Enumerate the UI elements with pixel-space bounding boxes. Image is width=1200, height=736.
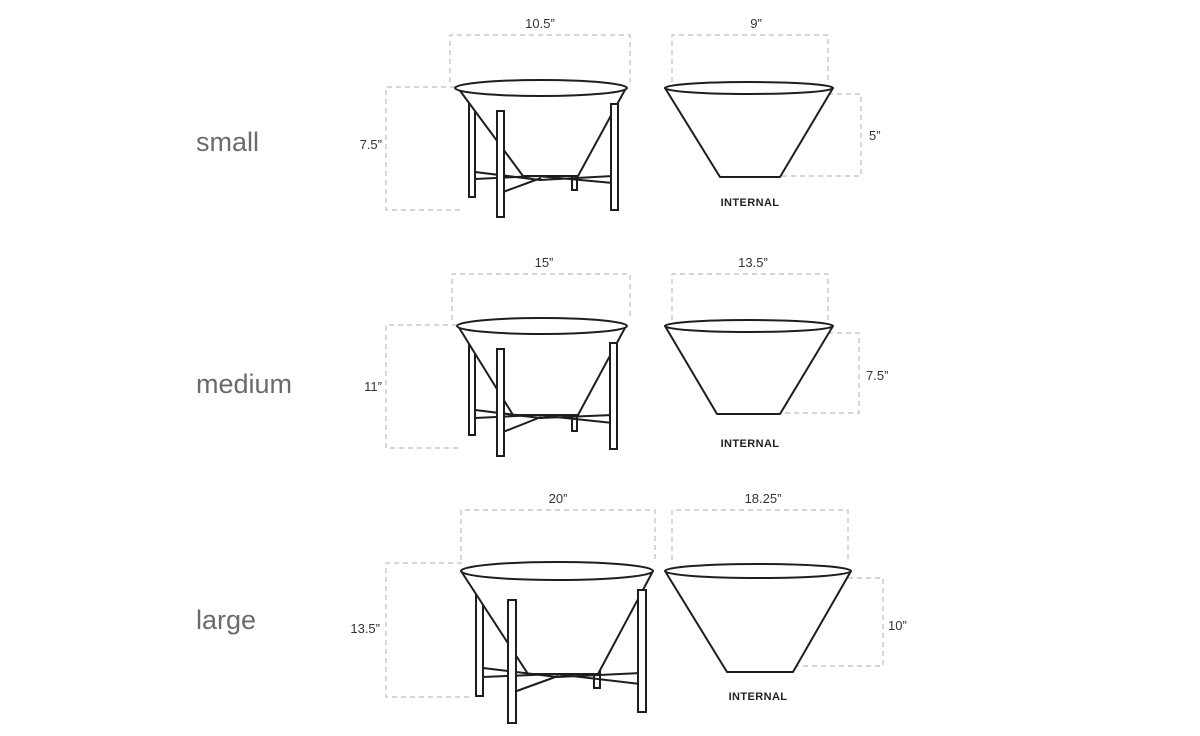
row-medium: medium 15” 11” 13.5” 7.5” [196,255,888,457]
front-leg [496,110,505,218]
size-label-medium: medium [196,369,292,399]
width-dimension-line [460,509,656,560]
bowl-rim [664,319,834,333]
stand-crossbar [513,675,559,693]
internal-width-medium: 13.5” [738,255,768,270]
width-dimension-line [451,273,631,320]
internal-bowl-medium: 13.5” 7.5” INTERNAL [664,255,888,450]
planter-height-medium: 11” [364,379,382,394]
size-label-small: small [196,127,259,157]
planter-width-large: 20” [549,491,568,506]
stand-crossbar [474,413,614,424]
width-dimension-line [671,273,829,320]
planter-with-stand-large: 20” 13.5” [350,491,656,724]
bowl-body [664,325,834,415]
bowl-body [664,570,852,673]
internal-label-small: INTERNAL [721,197,780,209]
planter-rim [456,317,628,335]
height-dimension-line [385,324,462,449]
height-dimension-line [780,93,862,177]
planter-width-medium: 15” [535,255,554,270]
planter-with-stand-medium: 15” 11” [364,255,631,457]
width-dimension-line [671,34,829,82]
row-large: large 20” 13.5” 18.25” 10” [196,491,907,724]
internal-label-medium: INTERNAL [721,438,780,450]
internal-height-large: 10” [888,618,907,633]
internal-bowl-small: 9” 5” INTERNAL [664,16,881,209]
width-dimension-line [671,509,849,560]
stand-crossbar [474,174,614,184]
front-leg [609,342,618,450]
internal-height-small: 5” [869,128,881,143]
internal-bowl-large: 18.25” 10” INTERNAL [664,491,907,703]
planter-with-stand-small: 10.5” 7.5” [360,16,631,218]
stand-crossbar [482,672,641,685]
planter-rim [454,79,628,97]
internal-height-medium: 7.5” [866,368,888,383]
bowl-rim [664,563,852,579]
row-small: small 10.5” 7.5” 9” [196,16,881,218]
planter-height-small: 7.5” [360,137,382,152]
width-dimension-line [449,34,631,82]
planter-width-small: 10.5” [525,16,555,31]
front-leg [496,348,505,457]
stand-crossbar [502,416,542,433]
planter-bowl [457,325,627,416]
front-leg [610,103,619,211]
planter-height-large: 13.5” [350,621,380,636]
front-leg [507,599,517,724]
internal-width-large: 18.25” [745,491,782,506]
planter-rim [460,561,654,581]
stand-crossbar [502,177,542,193]
internal-label-large: INTERNAL [729,691,788,703]
internal-width-small: 9” [750,16,762,31]
bowl-body [664,87,834,178]
rear-leg [468,103,476,198]
planter-bowl [457,87,627,177]
height-dimension-line [385,86,462,211]
rear-leg [468,342,476,436]
height-dimension-line [385,562,470,698]
planter-bowl [460,570,654,675]
bowl-rim [664,81,834,95]
front-leg [637,589,647,713]
size-label-large: large [196,605,256,635]
